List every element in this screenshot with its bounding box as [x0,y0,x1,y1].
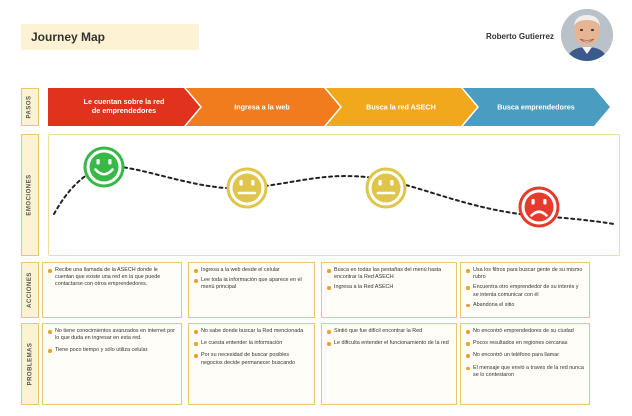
step-arrow-3: Busca la red ASECH [326,88,477,126]
action-card-1: Recibe una llamada de la ASECH donde le … [42,262,182,318]
neutral-face-icon [365,167,407,209]
lane-label-problems: PROBLEMAS [21,323,39,405]
person-portrait-icon [561,9,613,61]
problem-item: No encontró un teléfono para llamar [465,352,585,359]
step-label-3: Busca la red ASECH [366,103,436,112]
action-item: Usa los filtros para buscar gente de su … [465,267,585,281]
step-label-2: Ingresa a la web [234,103,290,112]
action-card-4: Usa los filtros para buscar gente de su … [460,262,590,318]
problem-item: Tiene poco tiempo y sólo utiliza celular… [47,347,177,354]
action-item: Lee toda la información que aparece en e… [193,277,310,291]
problem-item: Por su necesidad de buscar posibles nego… [193,352,310,366]
action-item: Encuentra otro emprendedor de su interés… [465,284,585,298]
problem-item: Pocos resultados en regiones cercanas [465,340,585,347]
sad-face-icon [518,186,560,228]
emotions-panel [48,134,620,256]
step-arrow-2: Ingresa a la web [186,88,340,126]
lane-label-steps: PASOS [21,88,39,126]
lane-label-emotions: EMOCIONES [21,134,39,256]
problem-item: Le cuesta entender la información [193,340,310,347]
neutral-face-icon [226,167,268,209]
page-title: Journey Map [21,24,199,50]
lane-label-actions: ACCIONES [21,262,39,318]
action-item: Ingresa a la Red ASECH [326,284,452,291]
user-name: Roberto Gutierrez [485,32,554,41]
emotion-curve-chart [53,146,615,228]
problem-item: Le dificulta entender el funcionamiento … [326,340,452,347]
problem-card-1: No tiene conocimientos avanzados en inte… [42,323,182,405]
happy-face-icon [83,146,125,188]
step-arrow-4: Busca emprendedores [463,88,610,126]
avatar [561,9,613,61]
problem-item: Sintió que fue difícil encontrar la Red [326,328,452,335]
problem-item: No tiene conocimientos avanzados en inte… [47,328,177,342]
action-item: Busca en todas las pestañas del menú has… [326,267,452,281]
action-item: Recibe una llamada de la ASECH donde le … [47,267,177,289]
problem-item: No encontró emprendedores de su ciudad [465,328,585,335]
problem-item: El mensaje que envió a traves de la red … [465,365,585,379]
action-item: Abandona el sitio [465,302,585,309]
action-item: Ingresa a la web desde el celular [193,267,310,274]
step-label-4: Busca emprendedores [497,103,575,112]
action-card-3: Busca en todas las pestañas del menú has… [321,262,457,318]
problem-item: No sabe donde buscar la Red mencionada [193,328,310,335]
